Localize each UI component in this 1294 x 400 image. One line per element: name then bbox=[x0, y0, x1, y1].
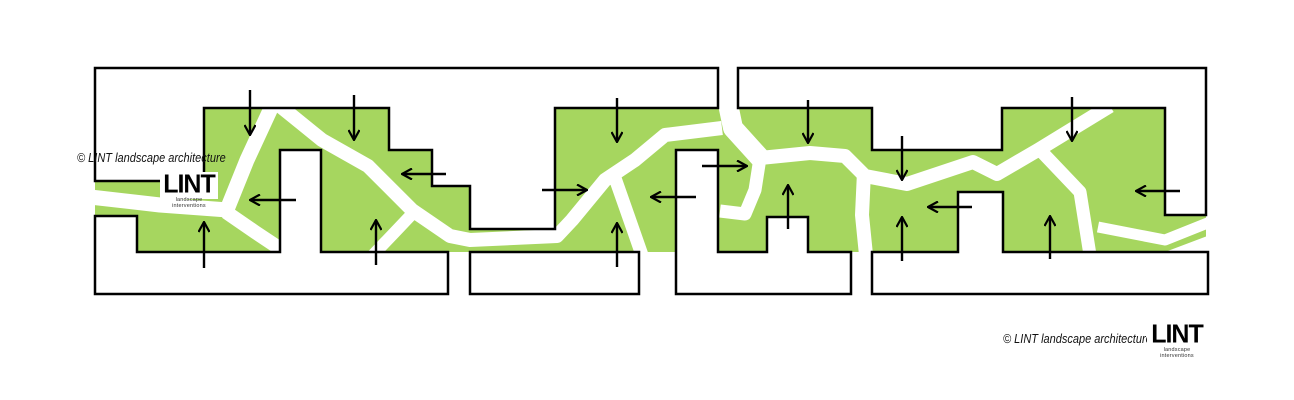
path-east-corner bbox=[1096, 216, 1213, 246]
building-south-central bbox=[468, 250, 641, 296]
credit-text: LINT landscape architecture bbox=[1014, 332, 1152, 346]
pathways bbox=[89, 100, 1213, 260]
building-north-east bbox=[736, 66, 1208, 217]
buildings bbox=[93, 66, 1210, 296]
path-central-fork bbox=[608, 175, 649, 258]
logo-word: LINT bbox=[1151, 319, 1204, 349]
path-central-south-branch bbox=[368, 208, 418, 260]
credit-text: LINT landscape architecture bbox=[88, 151, 226, 165]
path-east-main bbox=[759, 100, 1114, 191]
path-west-south bbox=[222, 206, 286, 256]
path-central-diagonal bbox=[275, 100, 723, 247]
flow-arrows bbox=[204, 90, 1180, 268]
building-south-l bbox=[674, 148, 853, 296]
copyright-credit: © LINT landscape architecture bbox=[77, 151, 226, 165]
path-east-south-branch bbox=[1035, 145, 1097, 257]
lint-logo: LINT landscape interventions bbox=[1147, 319, 1207, 358]
path-east-drop bbox=[855, 171, 873, 256]
copyright-symbol: © bbox=[77, 151, 86, 165]
copyright-credit: © LINT landscape architecture bbox=[1003, 332, 1152, 346]
building-north-west bbox=[93, 66, 720, 231]
building-south-west bbox=[93, 148, 450, 296]
path-corner-fill bbox=[1165, 235, 1210, 252]
building-south-east bbox=[870, 190, 1210, 296]
path-north-gap bbox=[718, 101, 770, 167]
path-west-north bbox=[219, 102, 279, 215]
logo-tagline: landscape interventions bbox=[1160, 347, 1194, 359]
path-east-west-branch bbox=[719, 156, 767, 221]
lint-logo: LINT landscape interventions bbox=[160, 169, 218, 208]
logo-tagline: landscape interventions bbox=[172, 197, 206, 209]
logo-word: LINT bbox=[163, 169, 216, 199]
path-west-entry bbox=[89, 189, 229, 218]
copyright-symbol: © bbox=[1003, 332, 1012, 346]
